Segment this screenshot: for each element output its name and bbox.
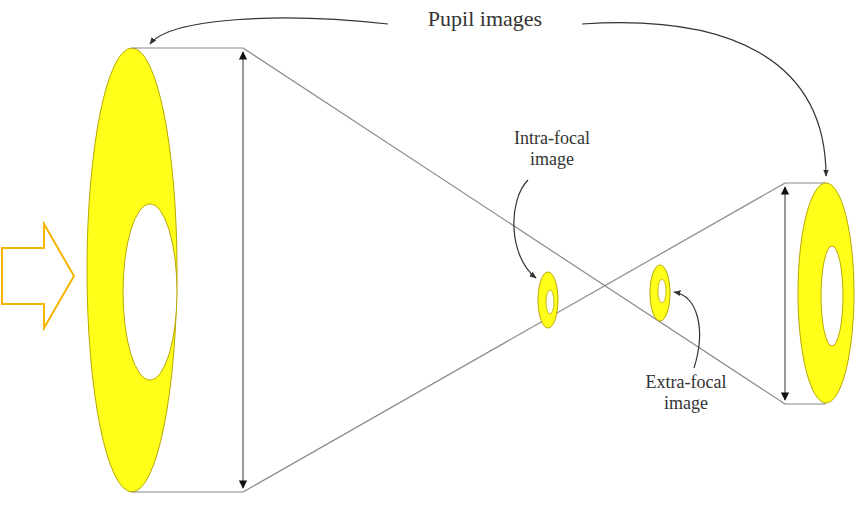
extent-line — [785, 403, 826, 404]
callout-label: Intra-focal image — [502, 128, 602, 169]
callout-label: Extra-focal image — [636, 372, 736, 413]
pupil-image-large — [87, 48, 177, 492]
extent-line — [132, 47, 243, 48]
extra-focal-hole — [658, 279, 666, 303]
size-arrow — [784, 187, 785, 400]
leader-curve — [674, 292, 700, 368]
leader-curve — [150, 18, 388, 44]
intra-focal-annulus — [538, 272, 558, 328]
intra-focal-hole — [546, 290, 554, 314]
extent-line — [132, 491, 243, 492]
pupil-obscuration — [821, 246, 843, 346]
ray — [243, 48, 785, 404]
pupil-obscuration — [123, 204, 177, 380]
figure-label: Pupil images — [385, 6, 585, 31]
extra-focal-annulus — [650, 265, 670, 321]
size-arrow — [242, 52, 243, 488]
pupil-image-small — [798, 183, 854, 403]
leader-curve — [514, 180, 536, 278]
incoming-light-arrow — [2, 224, 74, 328]
extent-line — [785, 182, 826, 183]
leader-curve — [582, 23, 826, 176]
